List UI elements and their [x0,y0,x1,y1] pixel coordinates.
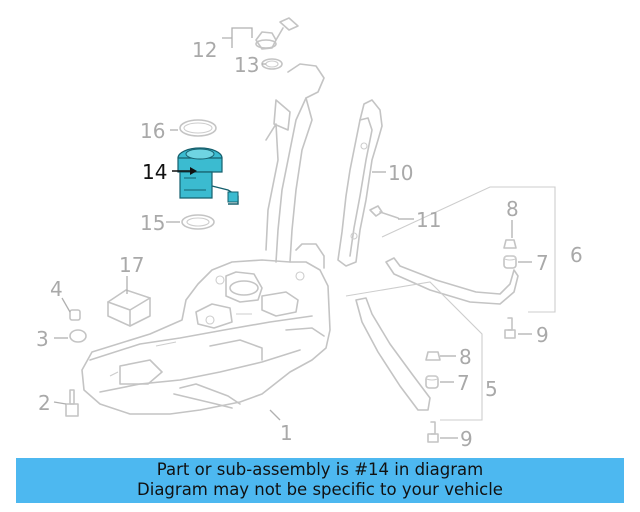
parts-diagram: 1 2 3 4 5 6 7 7 8 8 9 9 10 11 12 13 14 1… [36,17,583,451]
bolt-9-upper-part [504,317,516,339]
bolt-11-part [369,205,399,219]
washer-8-lower-part [425,351,441,361]
callout-4: 4 [50,277,63,301]
bolt-2-part [65,389,79,417]
callout-6: 6 [570,243,583,267]
grommet-3-part [69,329,87,343]
callout-8-upper: 8 [506,197,519,221]
arrow-head-14 [190,167,197,175]
leader-lines [53,27,532,439]
control-module-part [107,289,151,327]
callout-9-upper: 9 [536,323,549,347]
callout-10: 10 [388,161,413,185]
callout-11: 11 [416,208,441,232]
bolt-9-lower-part [427,421,439,443]
callout-14: 14 [142,160,167,184]
callout-5: 5 [485,377,498,401]
callout-1: 1 [280,421,293,445]
callout-12: 12 [192,38,217,62]
callout-17: 17 [119,253,144,277]
strap-assembly-5 [345,281,483,421]
washer-8-upper-part [503,239,517,249]
callout-7-upper: 7 [536,251,549,275]
callout-8-lower: 8 [459,345,472,369]
callout-13: 13 [234,53,259,77]
callout-9-lower: 9 [460,427,473,451]
lock-ring-part [179,119,217,137]
fuel-tank-part [81,63,331,415]
heat-shield-part [337,99,383,267]
fuel-pump-module-part [177,147,239,205]
callout-15: 15 [140,211,165,235]
banner-line-1: Part or sub-assembly is #14 in diagram [156,460,484,479]
pump-seal-part [181,214,215,230]
info-banner: Part or sub-assembly is #14 in diagram D… [16,458,624,503]
nut-7-lower-part [425,375,439,389]
callout-16: 16 [140,119,165,143]
banner-line-2: Diagram may not be specific to your vehi… [137,480,503,499]
callout-3: 3 [36,327,49,351]
nut-7-upper-part [503,255,517,269]
callout-2: 2 [38,391,51,415]
callout-7-lower: 7 [457,371,470,395]
filler-cap-part [255,17,299,50]
nut-4-part [69,309,81,321]
strap-assembly-6 [381,186,556,313]
